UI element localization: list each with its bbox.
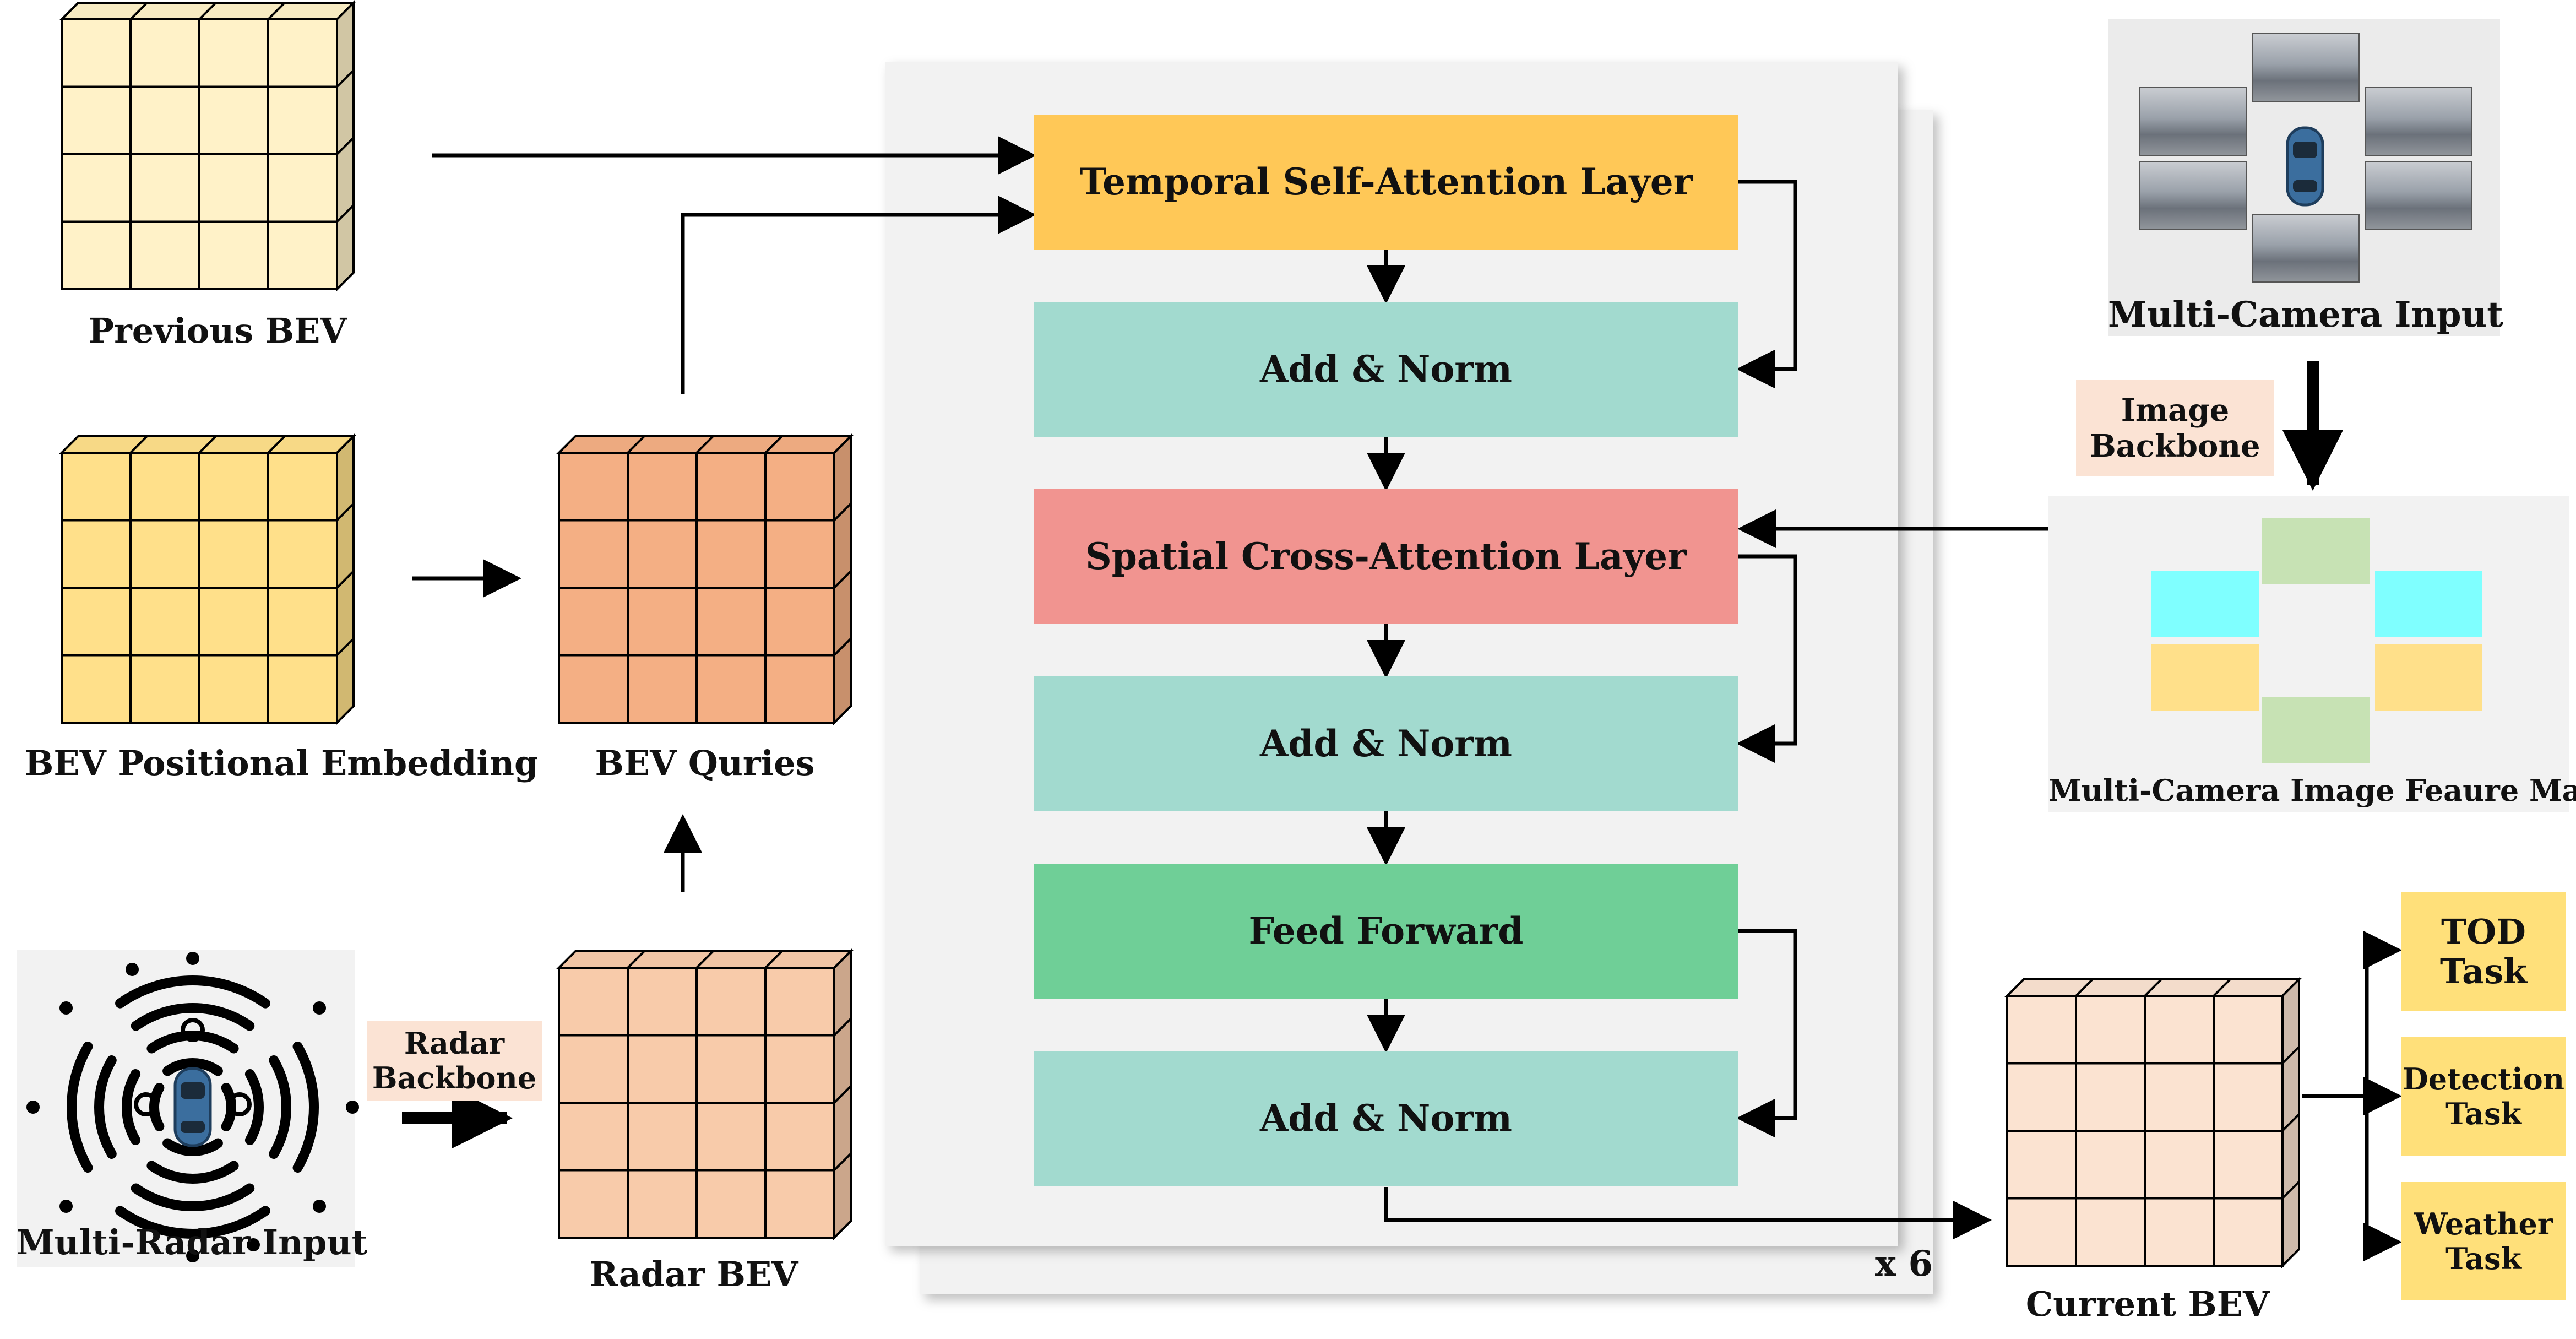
radar-input-panel [17,950,359,1267]
multi-camera-input-label: Multi-Camera Input [2108,294,2503,335]
previous-bev-label: Previous BEV [88,311,347,351]
camera-back-left-thumbnail [2139,161,2247,230]
image-backbone-label: Image Backbone [2076,380,2274,476]
feed-forward-block: Feed Forward [1034,864,1738,999]
radar-wave-arc [67,1042,93,1173]
feature-map-left-bottom [2151,644,2259,711]
camera-front-thumbnail [2252,33,2360,102]
radar-wave-arc [146,1161,239,1184]
radar-wave-arc [162,1058,223,1076]
bev-positional-embedding-cube [59,433,356,725]
arrow-queries-to-temporal [681,196,1036,394]
radar-point [186,952,199,965]
radar-wave-arc [146,1031,239,1054]
radar-point [247,1238,260,1251]
radar-point [59,1200,73,1213]
car-icon [173,1067,212,1147]
radar-wave-arc [162,1138,223,1156]
residual-2 [1736,554,1797,763]
feature-map-right-bottom [2375,644,2482,711]
feature-maps-label: Multi-Camera Image Feaure Maps [2048,773,2576,808]
radar-point [313,1001,326,1015]
radar-sensor-ring [134,1092,158,1116]
feature-map-left-top [2151,571,2259,637]
radar-bev-cube [556,948,854,1240]
feature-map-right-top [2375,571,2482,637]
previous-bev-cube [59,0,356,292]
radar-bev-label: Radar BEV [589,1254,798,1294]
radar-sensor-ring [181,1018,205,1042]
current-bev-label: Current BEV [2025,1284,2270,1324]
residual-3 [1736,929,1797,1137]
radar-point [313,1200,326,1213]
radar-backbone-label: Radar Backbone [367,1021,542,1101]
radar-wave-arc [269,1055,291,1159]
add-norm-block-3: Add & Norm [1034,1051,1738,1186]
radar-wave-arc [122,1069,141,1145]
radar-wave-arc [131,1003,255,1031]
radar-wave-arc [244,1069,264,1145]
bev-positional-embedding-label: BEV Positional Embedding [25,743,539,783]
radar-wave-arc [115,1206,270,1239]
radar-wave-arc [131,1183,255,1211]
radar-sensor-ring [227,1092,252,1116]
radar-point [346,1101,359,1114]
current-bev-cube [2004,977,2302,1268]
temporal-self-attention-block: Temporal Self-Attention Layer [1034,115,1738,250]
radar-wave-arc [292,1042,319,1173]
weather-task-block: Weather Task [2401,1182,2566,1300]
add-norm-block-1: Add & Norm [1034,302,1738,437]
bev-queries-label: BEV Quries [595,743,815,783]
camera-back-right-thumbnail [2365,161,2472,230]
spatial-cross-attention-block: Spatial Cross-Attention Layer [1034,489,1738,624]
camera-front-left-thumbnail [2139,87,2247,156]
radar-point [186,1249,199,1262]
repeat-count-label: x 6 [1875,1243,1933,1284]
radar-point [59,1001,73,1015]
residual-1 [1736,180,1797,388]
add-norm-block-2: Add & Norm [1034,676,1738,811]
radar-point [26,1101,40,1114]
radar-point [126,963,139,976]
radar-wave-arc [115,975,270,1009]
detection-task-block: Detection Task [2401,1037,2566,1156]
multi-radar-input-label: Multi-Radar Input [17,1222,368,1262]
tod-task-block: TOD Task [2401,892,2566,1011]
arrow-encoder-to-current [1384,1187,1992,1239]
feature-map-back [2262,697,2370,763]
radar-wave-arc [94,1055,117,1159]
camera-front-right-thumbnail [2365,87,2472,156]
camera-back-thumbnail [2252,214,2360,283]
car-icon [2286,126,2324,207]
feature-map-front [2262,518,2370,584]
bev-queries-cube [556,433,854,725]
